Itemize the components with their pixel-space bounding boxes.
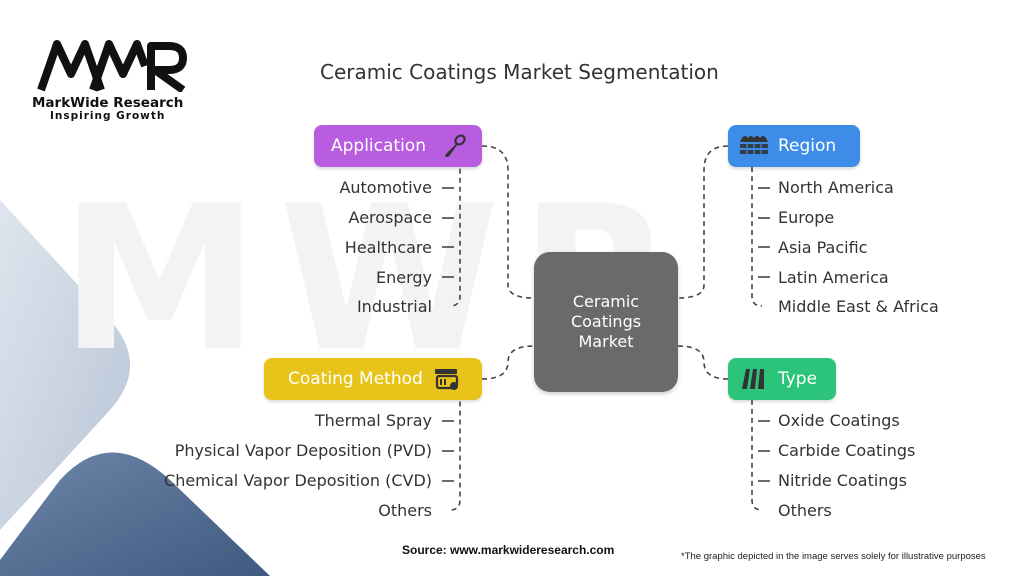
application-item: Aerospace <box>348 208 432 227</box>
application-item: Industrial <box>356 297 432 316</box>
bars-icon <box>742 369 764 389</box>
region-item: North America <box>778 178 894 197</box>
logo: MarkWide Research Inspiring Growth <box>32 38 192 123</box>
segment-application: Application <box>314 125 482 167</box>
application-item: Healthcare <box>344 238 432 257</box>
region-item: Middle East & Africa <box>778 297 939 316</box>
coating-method-item: Chemical Vapor Deposition (CVD) <box>164 471 432 490</box>
method-icon <box>434 369 458 390</box>
segment-region-label: Region <box>778 136 837 156</box>
segment-coating-method-label: Coating Method <box>288 369 423 389</box>
page-title: Ceramic Coatings Market Segmentation <box>320 60 719 84</box>
center-label: Ceramic Coatings Market <box>570 292 642 351</box>
region-item: Latin America <box>778 268 889 287</box>
logo-name: MarkWide Research <box>32 95 184 111</box>
spoon-icon <box>445 134 466 157</box>
logo-mark <box>37 40 187 92</box>
region-item: Asia Pacific <box>778 238 868 257</box>
segment-application-label: Application <box>331 136 426 156</box>
type-item: Nitride Coatings <box>778 471 907 490</box>
globe-grid-icon <box>740 136 768 154</box>
coating-method-item: Physical Vapor Deposition (PVD) <box>174 441 432 460</box>
type-item: Oxide Coatings <box>778 411 900 430</box>
source-note: Source: www.markwideresearch.com <box>402 543 615 557</box>
type-item: Carbide Coatings <box>778 441 916 460</box>
segment-type: Type <box>728 358 836 400</box>
center-node: Ceramic Coatings Market <box>534 252 678 392</box>
logo-tagline: Inspiring Growth <box>50 110 166 122</box>
coating-method-item: Thermal Spray <box>314 411 432 430</box>
segment-region: Region <box>728 125 860 167</box>
coating-method-item: Others <box>378 501 432 520</box>
region-item: Europe <box>778 208 835 227</box>
segment-coating-method: Coating Method <box>264 358 482 400</box>
segment-type-label: Type <box>778 369 818 389</box>
type-item: Others <box>778 501 832 520</box>
application-item: Energy <box>375 268 432 287</box>
application-item: Automotive <box>339 178 432 197</box>
disclaimer-note: *The graphic depicted in the image serve… <box>681 551 986 562</box>
